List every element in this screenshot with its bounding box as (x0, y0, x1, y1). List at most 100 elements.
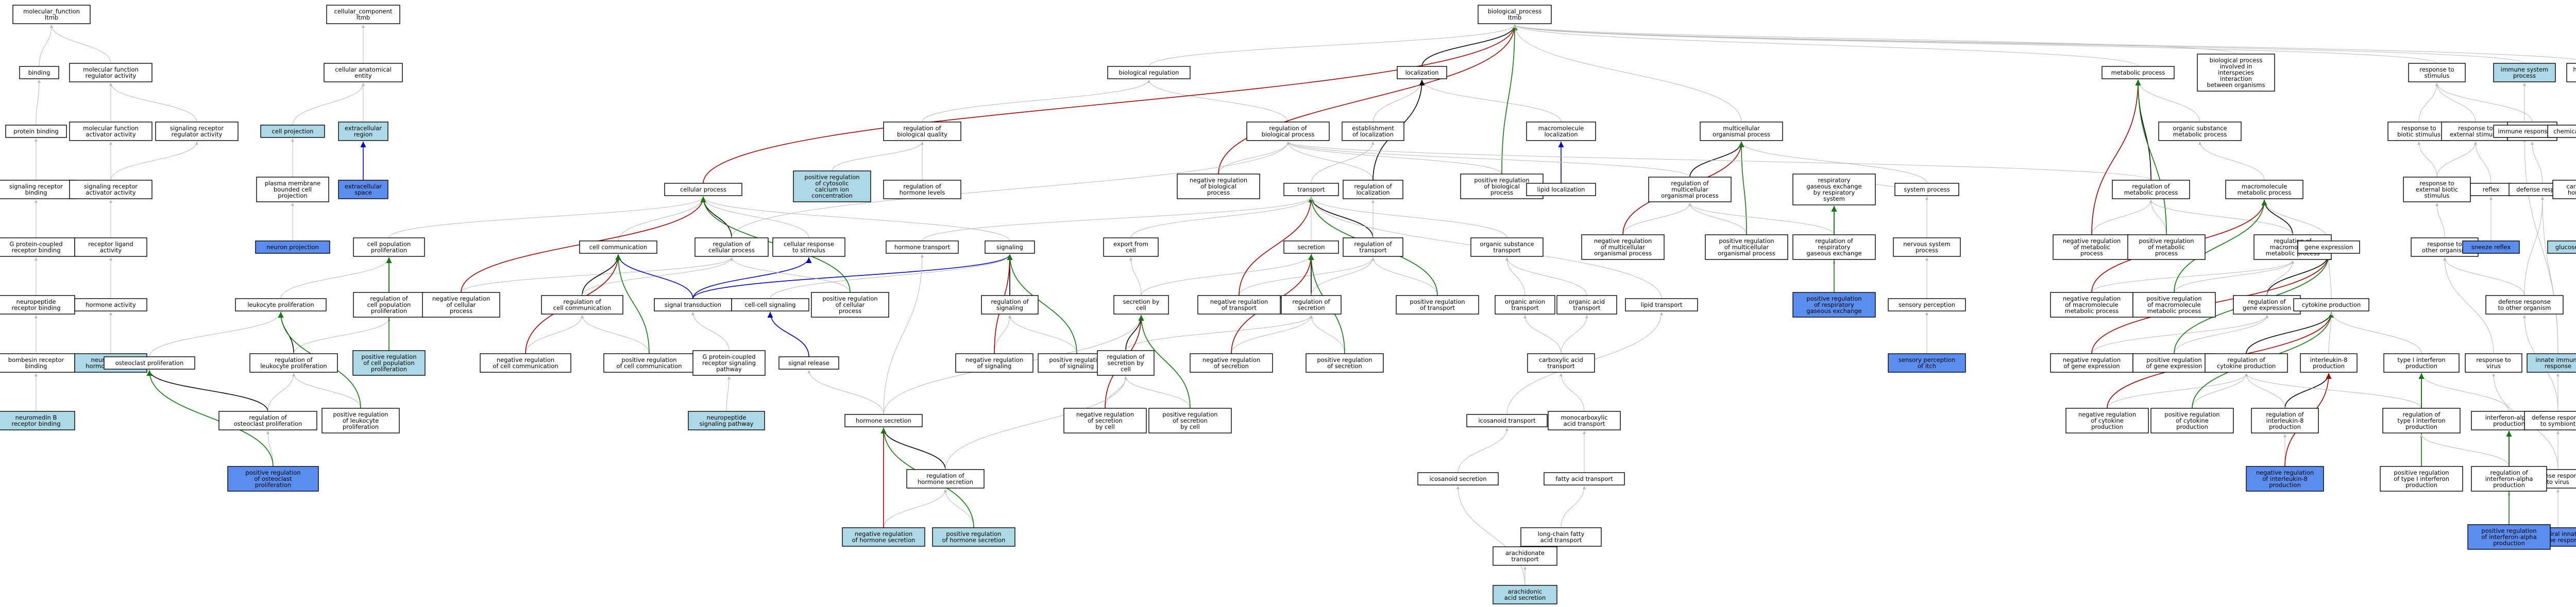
node-lipidtrans[interactable]: lipid transport (1625, 298, 1698, 311)
node-lipidloc[interactable]: lipid localization (1526, 183, 1596, 196)
node-homeo[interactable]: homeostaticprocess (2566, 63, 2576, 82)
node-secretion[interactable]: secretion (1283, 240, 1339, 254)
node-hormtrans[interactable]: hormone transport (886, 240, 959, 254)
node-carbhomeo[interactable]: carbohydratehomeostasis (2552, 180, 2576, 199)
node-sigtrans[interactable]: signal transduction (654, 298, 732, 311)
node-sneeze[interactable]: sneeze reflex (2462, 240, 2520, 254)
node-hormsec[interactable]: hormone secretion (844, 414, 923, 427)
node-immresp[interactable]: immune response (2493, 125, 2556, 138)
node-fatty[interactable]: fatty acid transport (1544, 472, 1625, 485)
node-cellproj[interactable]: cell projection (260, 125, 325, 138)
node-cytprod[interactable]: cytokine production (2293, 298, 2369, 311)
node-hormact[interactable]: hormone activity (74, 298, 147, 311)
node-cellcomm[interactable]: cell communication (579, 240, 657, 254)
node-neuproj[interactable]: neuron projection (255, 240, 330, 254)
node-metproc[interactable]: metabolic process (2102, 66, 2175, 79)
node-icossec[interactable]: icosanoid secretion (1417, 472, 1499, 485)
node-biorreg[interactable]: biological regulation (1107, 66, 1191, 79)
node-loc[interactable]: localization (1397, 66, 1447, 79)
node-protbind[interactable]: protein binding (5, 125, 67, 138)
node-glucose[interactable]: glucose homeostasis (2547, 240, 2576, 254)
node-geneexp[interactable]: gene expression (2297, 240, 2360, 254)
node-icostrans[interactable]: icosanoid transport (1466, 414, 1548, 427)
node-transport[interactable]: transport (1283, 183, 1339, 196)
node-osteoprol[interactable]: osteoclast proliferation (104, 356, 195, 370)
node-sysproc[interactable]: system process (1894, 183, 1959, 196)
node-chemhomeo[interactable]: chemical homeostasis (2547, 125, 2576, 138)
node-sensperc[interactable]: sensory perception (1888, 298, 1966, 311)
node-signaling[interactable]: signaling (985, 240, 1035, 254)
node-cellproc[interactable]: cellular process (664, 183, 742, 196)
